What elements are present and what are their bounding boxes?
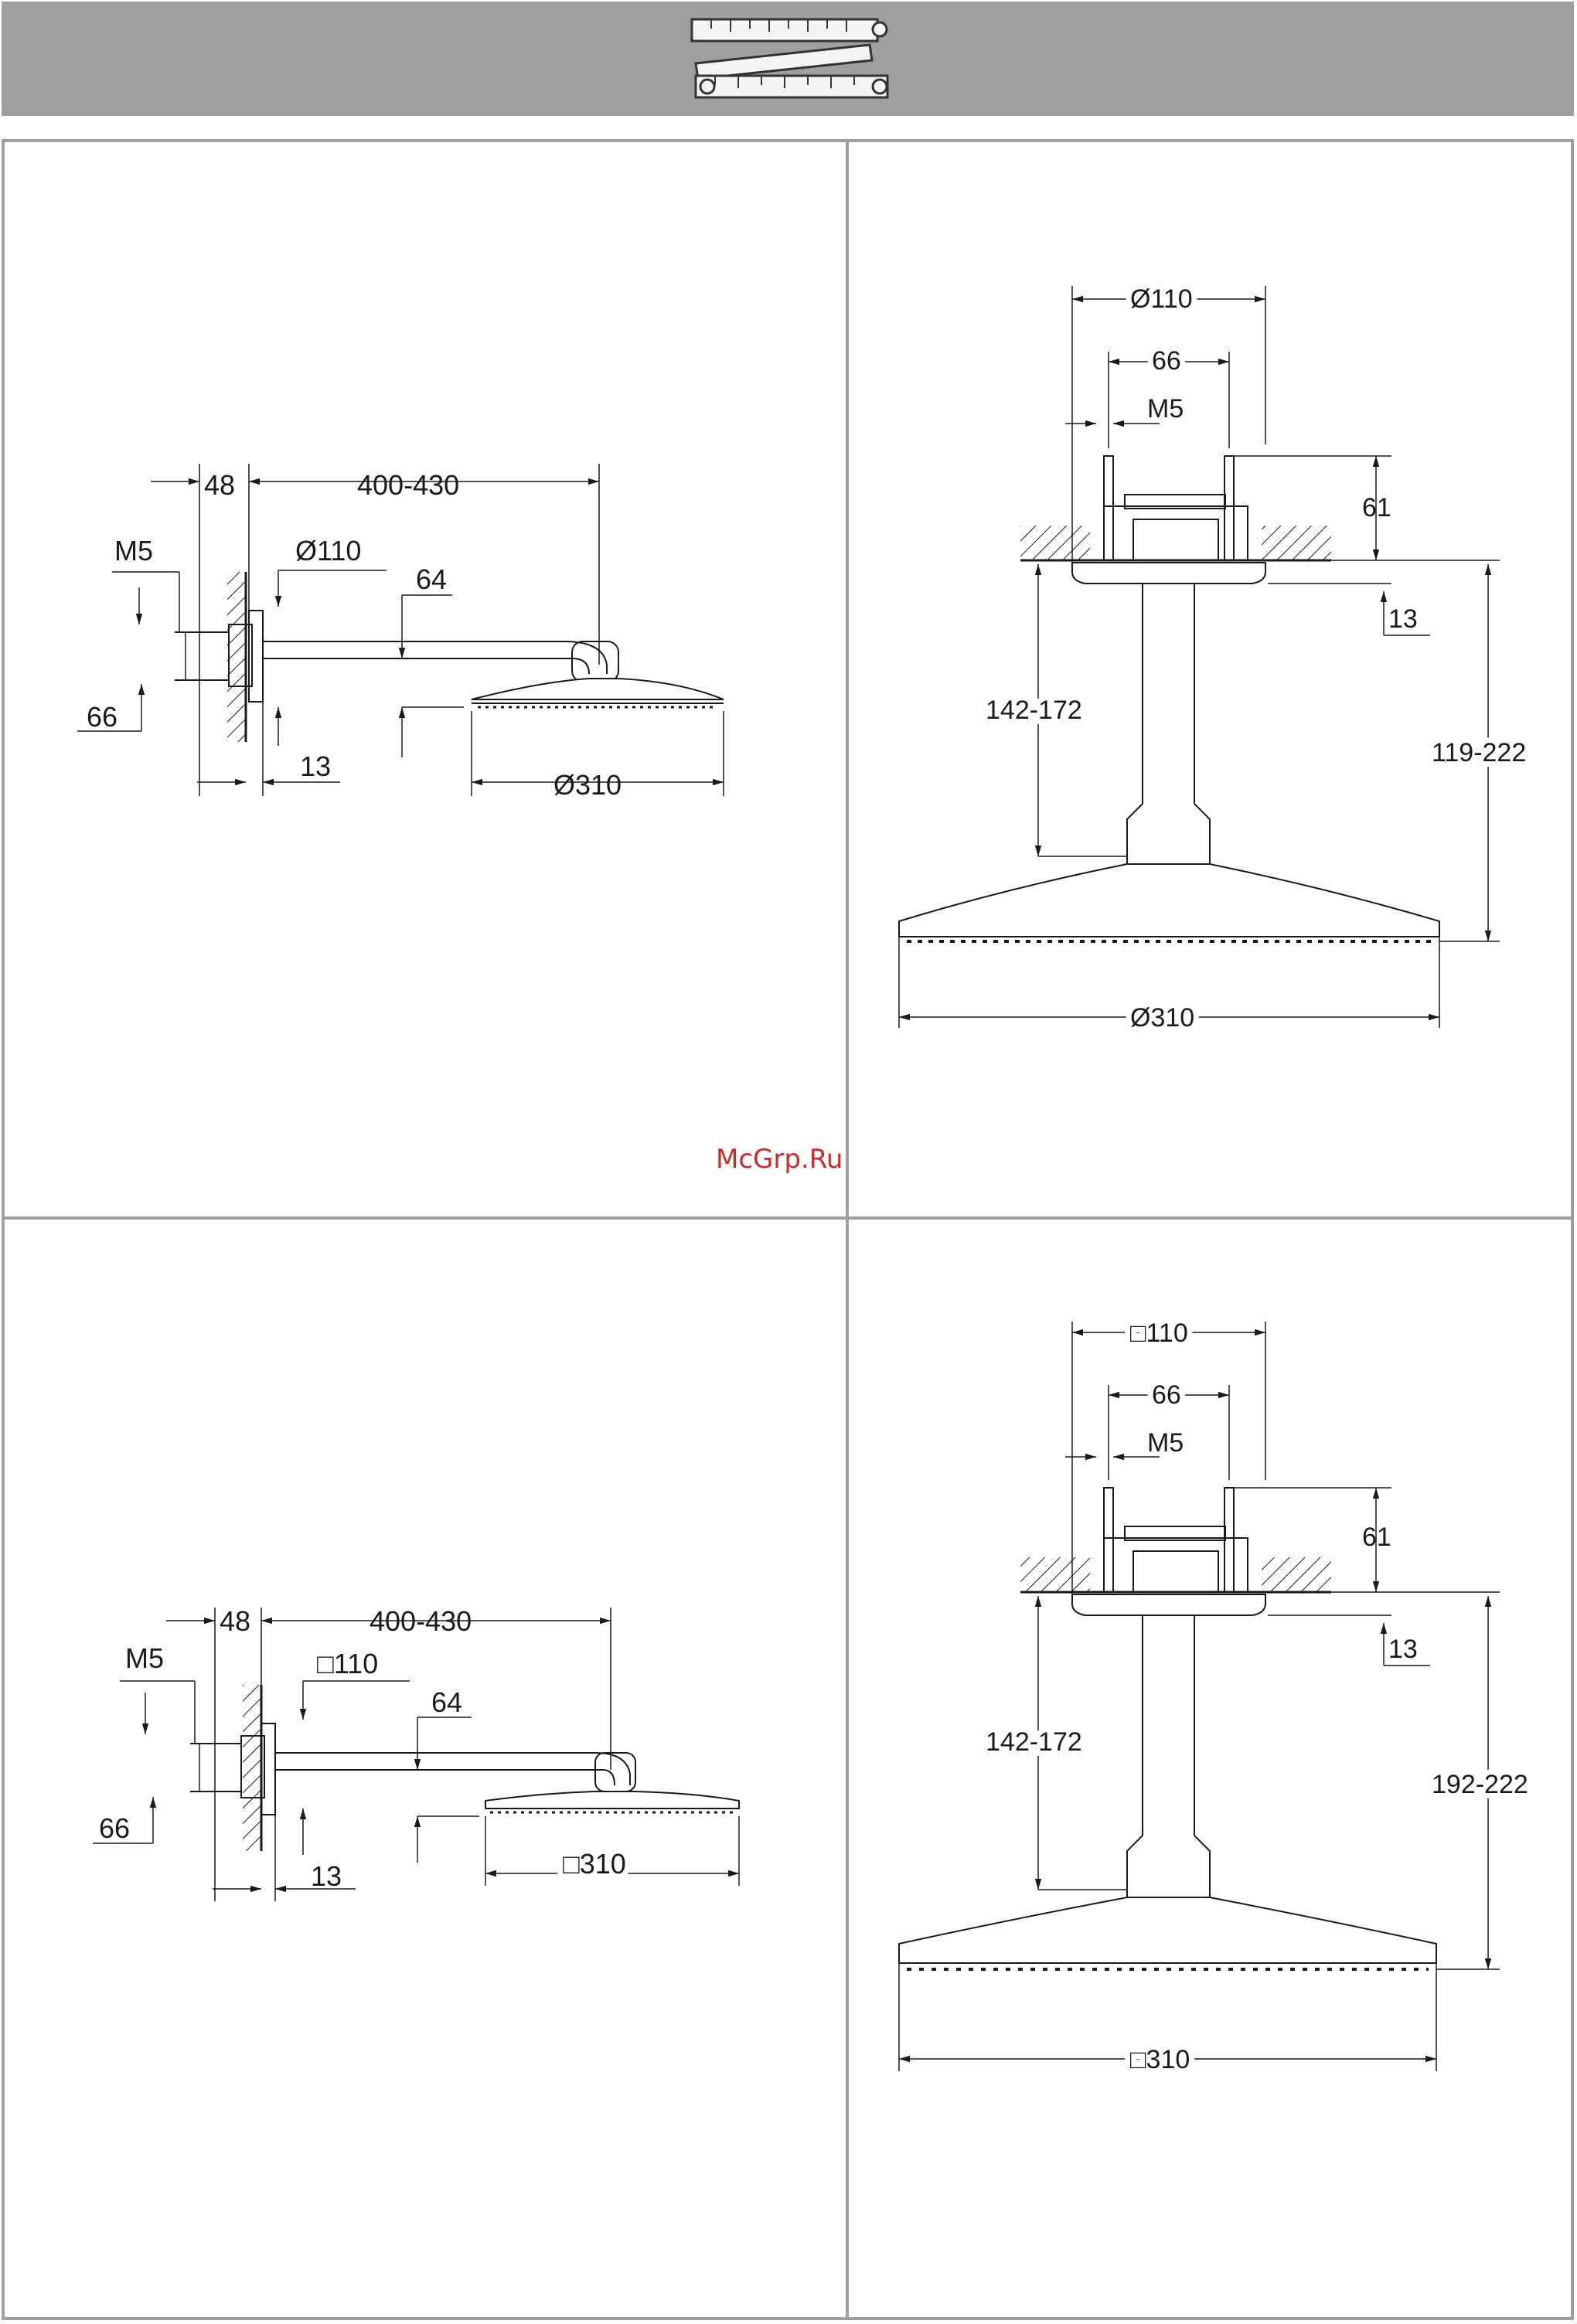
panel-wall-round-labels: 48 400-430 M5 Ø110 64 66 13 Ø310 <box>87 469 622 801</box>
dim-arm-length: 400-430 <box>357 469 459 501</box>
dim-plate: □110 <box>317 1648 378 1679</box>
dim-thread: M5 <box>1147 394 1184 424</box>
dim-head: Ø310 <box>553 769 622 801</box>
dim-fix-spacing: 66 <box>1152 346 1181 376</box>
dim-arm-height: 64 <box>416 563 447 595</box>
dim-plate-depth: 13 <box>300 750 331 782</box>
dim-arm-height: 64 <box>431 1686 462 1718</box>
dim-recess: 61 <box>1362 493 1391 522</box>
dim-thread: M5 <box>1147 1428 1184 1458</box>
dim-fix-spacing: 66 <box>87 701 118 733</box>
dim-arm-range: 142-172 <box>986 696 1082 725</box>
dim-total-range: 119-222 <box>1432 738 1526 767</box>
folding-ruler-icon <box>692 19 887 97</box>
dim-wall-depth: 48 <box>220 1605 250 1637</box>
dim-wall-depth: 48 <box>204 469 235 501</box>
panel-ceiling-square <box>899 1322 1500 2071</box>
watermark: McGrp.Ru <box>716 1144 843 1175</box>
dim-plate: Ø110 <box>295 535 361 567</box>
dim-plate-depth: 13 <box>311 1860 342 1892</box>
panel-wall-square-labels: 48 400-430 M5 □110 64 66 13 □310 <box>99 1605 626 1892</box>
dim-arm-range: 142-172 <box>986 1727 1082 1757</box>
dim-fix-spacing: 66 <box>99 1812 130 1844</box>
panel-wall-square <box>93 1608 739 1901</box>
dim-total-range: 192-222 <box>1432 1770 1528 1799</box>
dim-plate-depth: 13 <box>1388 604 1418 634</box>
dim-arm-length: 400-430 <box>370 1605 472 1637</box>
dim-thread: M5 <box>114 535 153 567</box>
dim-fix-spacing: 66 <box>1152 1380 1181 1410</box>
panel-wall-round <box>77 464 724 796</box>
dim-head: □310 <box>1130 2045 1190 2074</box>
dim-head: Ø310 <box>1130 1003 1194 1033</box>
panel-ceiling-round <box>899 286 1500 1028</box>
dim-thread: M5 <box>125 1642 164 1674</box>
dim-plate-depth: 13 <box>1388 1635 1418 1664</box>
dim-head: □310 <box>563 1848 626 1880</box>
dim-plate: Ø110 <box>1130 284 1193 314</box>
dim-plate: □110 <box>1130 1319 1188 1348</box>
dim-recess: 61 <box>1362 1523 1391 1552</box>
